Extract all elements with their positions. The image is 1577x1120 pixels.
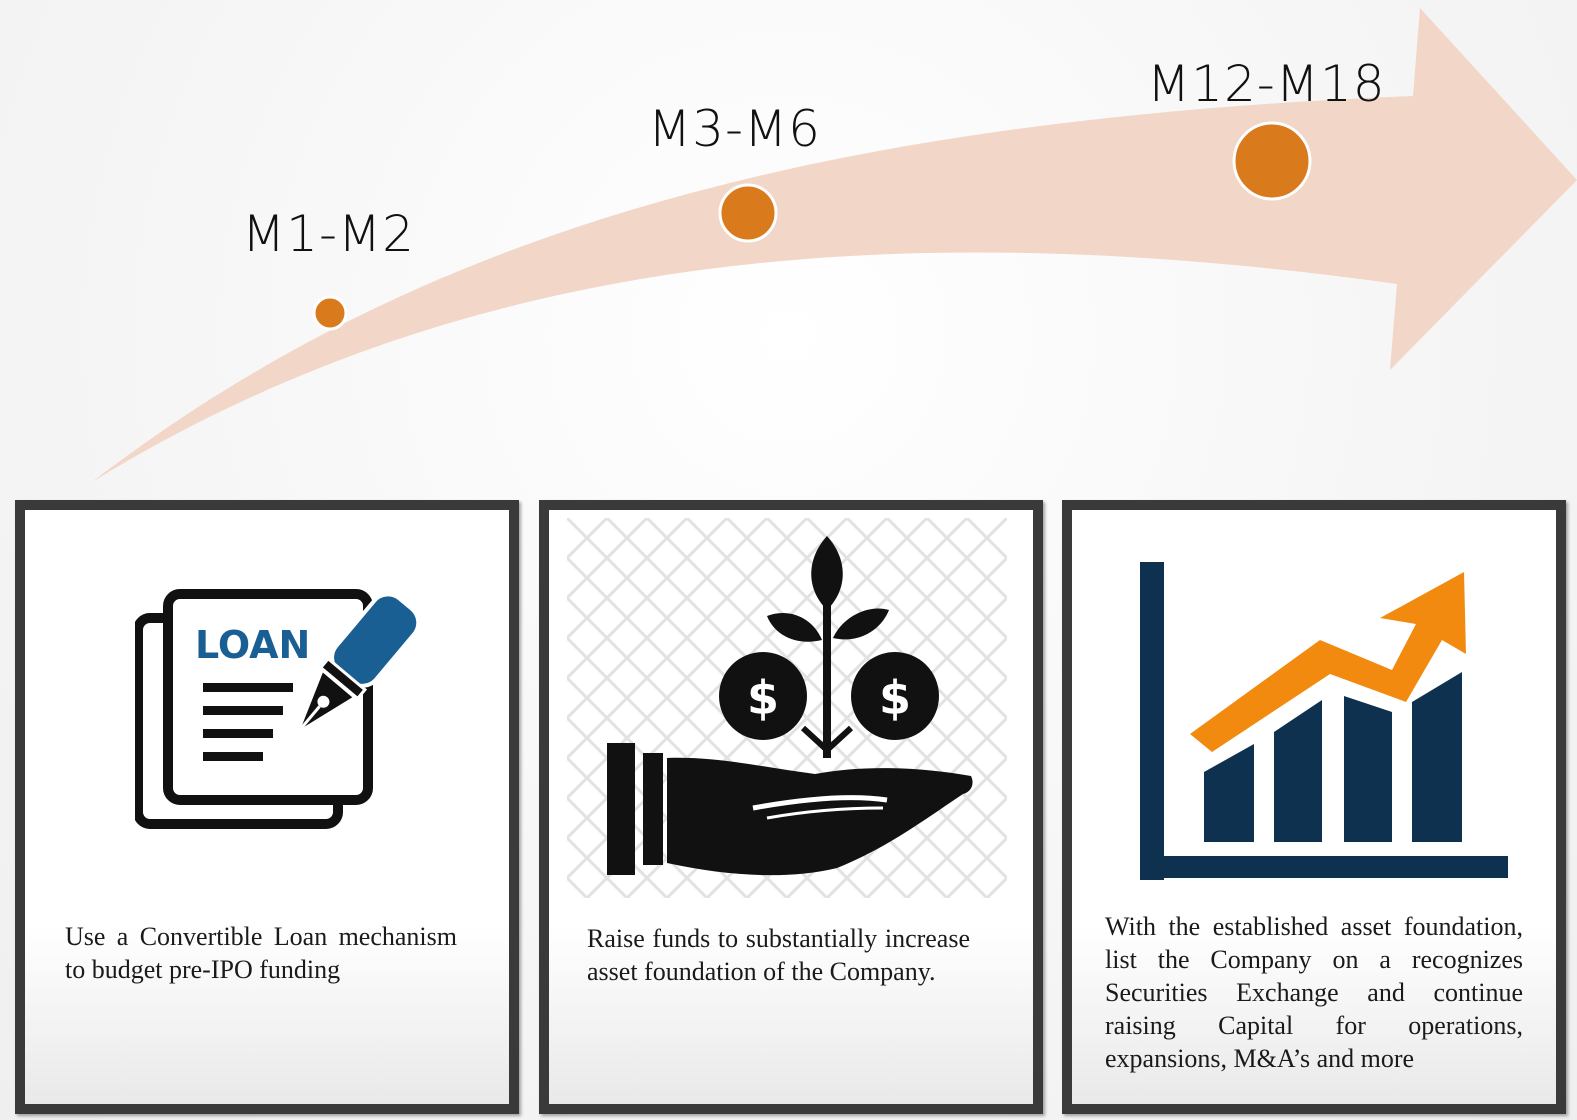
- loan-label: LOAN: [195, 623, 310, 667]
- milestone-label-2: M3-M6: [648, 100, 821, 158]
- milestone-dot-2: [718, 183, 778, 243]
- coin-right: [851, 652, 939, 740]
- timeline-arrow: [92, 8, 1577, 482]
- milestone-dot-1: [312, 295, 348, 331]
- card-loan: LOAN Use a Convertible Loan mechanism to…: [15, 500, 519, 1114]
- dollar-sign-right: $: [879, 671, 911, 725]
- milestone-label-1: M1-M2: [242, 205, 415, 263]
- loan-document-icon: LOAN: [135, 589, 421, 829]
- growth-chart-icon: [1140, 562, 1508, 880]
- milestone-label-3: M12-M18: [1147, 55, 1386, 113]
- card-listing: With the established asset foundation, l…: [1062, 500, 1566, 1114]
- milestone-dot-3: [1232, 121, 1312, 201]
- card-listing-text: With the established asset foundation, l…: [1105, 912, 1523, 1073]
- arrow-body: [92, 8, 1577, 482]
- hand-money-plant-icon: $ $: [567, 518, 1007, 898]
- card-loan-text: Use a Convertible Loan mechanism to budg…: [65, 922, 457, 984]
- dollar-sign-left: $: [747, 671, 779, 725]
- card-raise-funds-text: Raise funds to substantially increase as…: [587, 924, 970, 986]
- card-raise-funds: $ $ Raise funds to substantially increas…: [539, 500, 1043, 1114]
- coin-left: [719, 652, 807, 740]
